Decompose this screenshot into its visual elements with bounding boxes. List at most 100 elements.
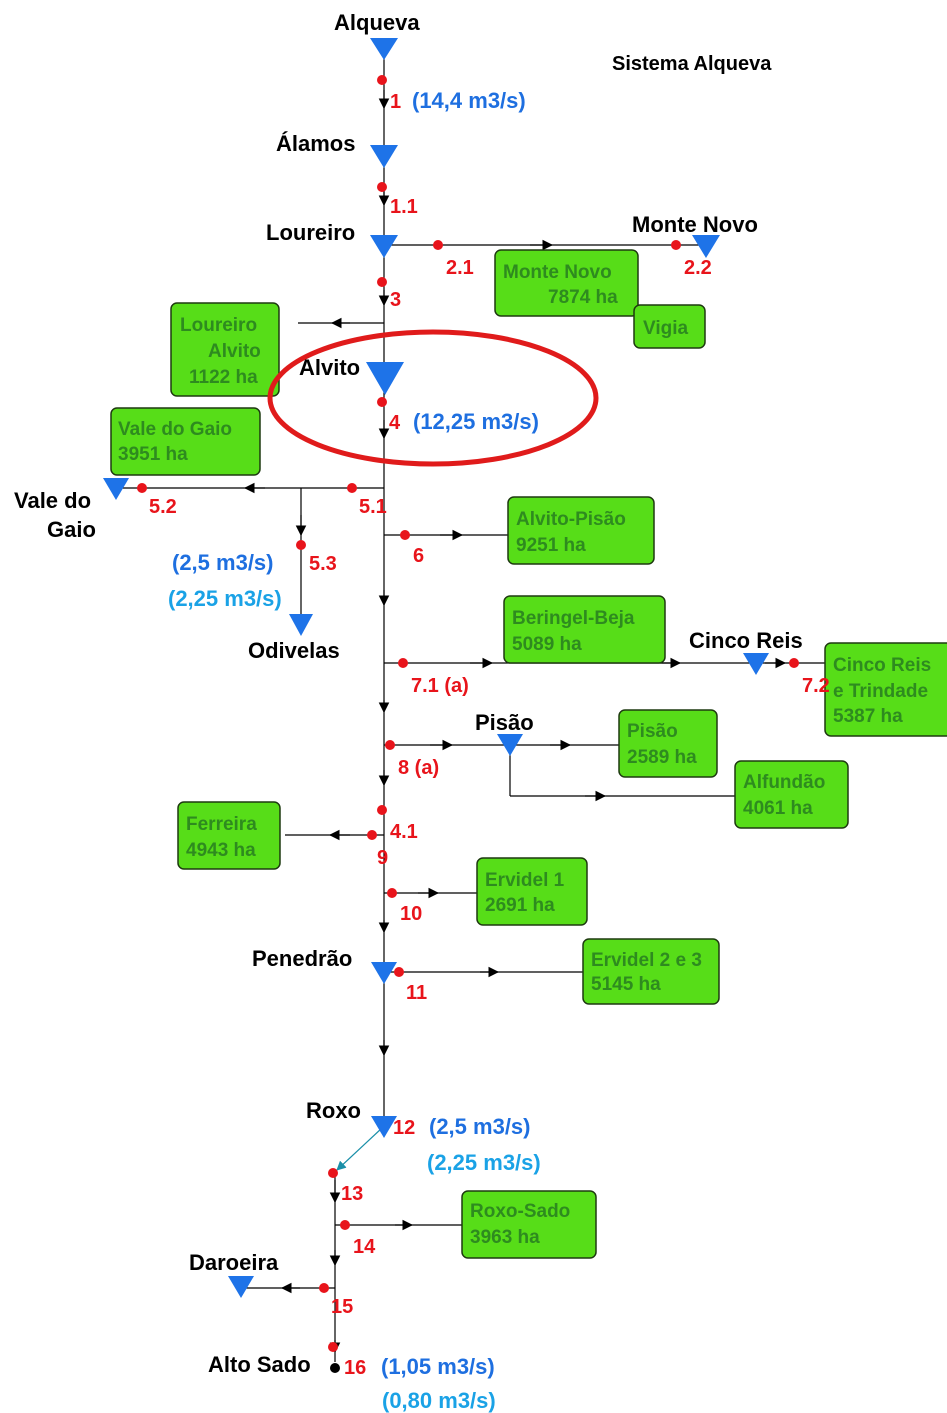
node-5-3: 5.3 [309,553,337,575]
label-alvito: Alvito [299,355,360,380]
area-vale-do-gaio-name: Vale do Gaio [118,419,232,440]
label-daroeira: Daroeira [189,1250,279,1275]
area-ervidel-1-name: Ervidel 1 [485,870,565,891]
area-box-loureiro-alvito [170,302,280,397]
area-box-alfundao [734,760,849,829]
reservoir-roxo-icon [371,1116,397,1138]
node-15: 15 [331,1296,353,1318]
reservoir-labels: Alqueva Álamos Loureiro Monte Novo Alvit… [14,10,803,1377]
node-6: 6 [413,545,424,567]
area-alfundao-ha: 4061 ha [743,798,813,819]
area-box-labels: Monte Novo 7874 ha Vigia Loureiro Alvito… [118,262,931,1248]
flow-labels: (14,4 m3/s) (12,25 m3/s) (2,5 m3/s) (2,2… [168,88,541,1413]
node-14: 14 [353,1236,376,1258]
reservoir-alamos-icon [370,145,398,168]
area-monte-novo-name: Monte Novo [503,262,612,283]
reservoir-alqueva-icon [370,38,398,60]
area-box-monte-novo [494,249,639,317]
area-box-cinco-reis-trindade [824,642,947,737]
flow-node-12-b: (2,25 m3/s) [427,1150,541,1175]
node-7-1: 7.1 (a) [411,675,469,697]
node-7-2: 7.2 [802,675,830,697]
highlight-ellipse-alvito [267,329,599,467]
area-vale-do-gaio-ha: 3951 ha [118,444,188,465]
flow-node-4: (12,25 m3/s) [413,409,539,434]
label-penedrao: Penedrão [252,946,352,971]
node-13: 13 [341,1183,363,1205]
area-monte-novo-ha: 7874 ha [548,287,618,308]
area-pisao-name: Pisão [627,721,678,742]
node-2-1: 2.1 [446,257,474,279]
irrigation-area-boxes [110,249,947,1259]
label-alamos: Álamos [276,131,355,156]
node-16: 16 [344,1357,366,1379]
area-loureiro-alvito-ha: 1122 ha [189,367,258,388]
area-loureiro-alvito-line2: Alvito [208,341,261,362]
node-4: 4 [389,412,401,434]
label-alqueva: Alqueva [334,10,420,35]
area-box-beringel-beja [503,595,666,664]
reservoir-pisao-icon [497,734,523,756]
area-ervidel-2-3-name: Ervidel 2 e 3 [591,950,702,971]
area-roxo-sado-ha: 3963 ha [470,1227,540,1248]
node-5-2: 5.2 [149,496,177,518]
node-12: 12 [393,1117,415,1139]
node-2-2: 2.2 [684,257,712,279]
label-cinco-reis: Cinco Reis [689,628,803,653]
reservoir-alto-sado-icon [330,1363,340,1373]
area-loureiro-alvito-line1: Loureiro [180,315,257,336]
reservoir-odivelas-icon [289,614,313,636]
label-monte-novo: Monte Novo [632,212,758,237]
label-alto-sado: Alto Sado [208,1352,311,1377]
area-alvito-pisao-ha: 9251 ha [516,535,586,556]
reservoir-daroeira-icon [228,1276,254,1298]
area-cinco-reis-line2: e Trindade [833,681,928,702]
label-loureiro: Loureiro [266,220,355,245]
reservoir-vale-do-gaio-icon [103,478,129,500]
area-box-vale-do-gaio [110,407,261,476]
node-8: 8 (a) [398,757,439,779]
area-vigia-name: Vigia [643,318,688,339]
node-4-1: 4.1 [390,821,418,843]
reservoir-loureiro-icon [370,235,398,258]
area-box-alvito-pisao [507,496,655,565]
flow-node-16-a: (1,05 m3/s) [381,1354,495,1379]
diagram-title: Sistema Alqueva [612,53,772,75]
area-roxo-sado-name: Roxo-Sado [470,1201,570,1222]
flow-node-12-a: (2,5 m3/s) [429,1114,531,1139]
area-box-vigia [633,304,706,349]
area-alfundao-name: Alfundão [743,772,825,793]
flow-arrows [243,90,787,1354]
node-3: 3 [390,289,401,311]
node-9: 9 [377,847,388,869]
area-ervidel-1-ha: 2691 ha [485,895,555,916]
area-cinco-reis-line1: Cinco Reis [833,655,931,676]
label-vale-do-gaio-line2: Gaio [47,517,96,542]
area-alvito-pisao-name: Alvito-Pisão [516,509,626,530]
area-ferreira-name: Ferreira [186,814,257,835]
node-5-1: 5.1 [359,496,387,518]
flow-node-16-b: (0,80 m3/s) [382,1388,496,1413]
area-beringel-beja-name: Beringel-Beja [512,608,635,629]
area-box-ferreira [177,801,281,870]
reservoir-penedrao-icon [371,962,397,984]
reservoir-cinco-reis-icon [743,653,769,675]
area-beringel-beja-ha: 5089 ha [512,634,582,655]
node-11: 11 [406,982,427,1004]
reservoir-alvito-icon [366,362,404,395]
node-10: 10 [400,903,422,925]
node-labels: 1 1.1 2.1 2.2 3 4 5.1 5.2 5.3 6 7.1 (a) … [149,91,830,1379]
area-box-ervidel-2-3 [582,938,720,1005]
area-box-roxo-sado [461,1190,597,1259]
node-1: 1 [390,91,401,113]
flow-node-5-3-a: (2,5 m3/s) [172,550,274,575]
node-dots [137,75,799,1352]
flow-node-5-3-b: (2,25 m3/s) [168,586,282,611]
node-1-1: 1.1 [390,196,418,218]
flow-node-1: (14,4 m3/s) [412,88,526,113]
area-pisao-ha: 2589 ha [627,747,697,768]
area-box-pisao [618,709,718,778]
area-ferreira-ha: 4943 ha [186,840,256,861]
area-ervidel-2-3-ha: 5145 ha [591,974,661,995]
